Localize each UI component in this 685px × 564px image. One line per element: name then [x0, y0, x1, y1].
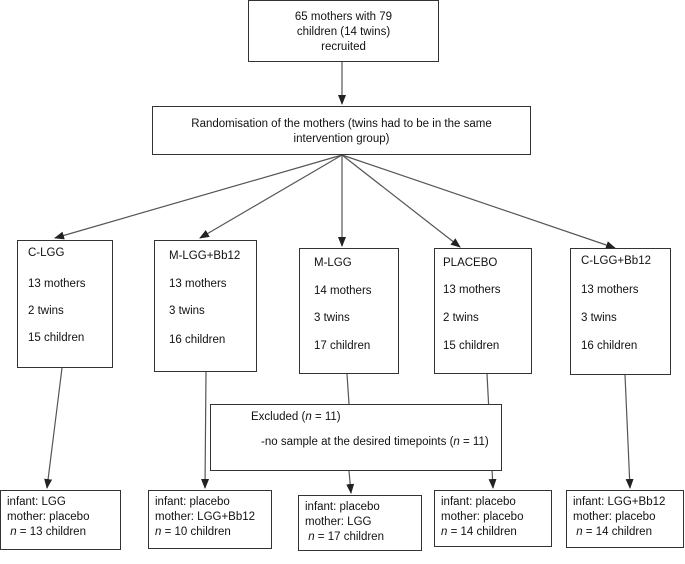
- arm-box-m-lgg-bb12: M-LGG+Bb12 13 mothers 3 twins 16 childre…: [154, 240, 257, 372]
- arm-children: 16 children: [169, 334, 226, 346]
- arm-children: 15 children: [28, 332, 85, 344]
- arm-box-c-lgg-bb12: C-LGG+Bb12 13 mothers 3 twins 16 childre…: [570, 248, 671, 375]
- result-count: n = 14 children: [576, 526, 652, 538]
- arrow-randomisation-to-c-lgg-bb12: [341, 154, 616, 249]
- arm-twins: 3 twins: [581, 312, 617, 324]
- arrow-m-lgg-bb12-to-result: [201, 371, 210, 489]
- result-infant: infant: placebo: [155, 496, 230, 508]
- arm-children: 16 children: [581, 340, 638, 352]
- result-count: n = 17 children: [308, 531, 384, 543]
- excluded-title: Excluded (n = 11): [251, 411, 341, 423]
- arm-name: M-LGG+Bb12: [169, 250, 241, 262]
- arm-box-placebo: PLACEBO 13 mothers 2 twins 15 children: [434, 248, 532, 374]
- arm-twins: 2 twins: [28, 305, 64, 317]
- result-box-m-lgg-bb12: infant: placebo mother: LGG+Bb12 n = 10 …: [148, 490, 272, 549]
- arm-twins: 2 twins: [443, 312, 479, 324]
- result-box-c-lgg-bb12: infant: LGG+Bb12 mother: placebo n = 14 …: [566, 490, 684, 548]
- arrow-randomisation-to-c-lgg: [54, 154, 343, 240]
- randomisation-line-1: Randomisation of the mothers (twins had …: [191, 118, 492, 130]
- arm-mothers: 13 mothers: [169, 278, 227, 290]
- arrow-excluded-to-m-lgg-result: [346, 470, 355, 494]
- arm-mothers: 13 mothers: [581, 284, 639, 296]
- result-infant: infant: LGG+Bb12: [573, 496, 666, 508]
- result-count: n = 13 children: [10, 526, 86, 538]
- recruited-box: 65 mothers with 79 children (14 twins) r…: [248, 0, 439, 62]
- arm-name: PLACEBO: [443, 257, 498, 269]
- arm-mothers: 13 mothers: [28, 278, 86, 290]
- recruited-line-2: children (14 twins): [296, 26, 391, 38]
- result-mother: mother: placebo: [573, 511, 656, 523]
- arm-twins: 3 twins: [169, 305, 205, 317]
- recruited-line-1: 65 mothers with 79: [294, 11, 393, 23]
- excluded-box: Excluded (n = 11) -no sample at the desi…: [210, 404, 502, 471]
- result-mother: mother: placebo: [441, 511, 524, 523]
- arm-mothers: 14 mothers: [314, 285, 372, 297]
- result-infant: infant: placebo: [305, 501, 380, 513]
- arm-mothers: 13 mothers: [443, 284, 501, 296]
- arm-name: C-LGG+Bb12: [581, 255, 651, 267]
- arrow-c-lgg-bb12-to-result: [624, 374, 634, 489]
- arrow-c-lgg-to-result: [44, 367, 63, 489]
- result-box-m-lgg: infant: placebo mother: LGG n = 17 child…: [298, 495, 422, 551]
- randomisation-line-2: intervention group): [293, 133, 390, 145]
- arm-box-m-lgg: M-LGG 14 mothers 3 twins 17 children: [299, 248, 399, 374]
- arm-children: 15 children: [443, 340, 500, 352]
- result-mother: mother: LGG: [305, 516, 372, 528]
- arm-name: M-LGG: [314, 257, 352, 269]
- recruited-line-3: recruited: [321, 41, 366, 53]
- result-infant: infant: placebo: [441, 496, 516, 508]
- result-infant: infant: LGG: [7, 496, 66, 508]
- result-mother: mother: LGG+Bb12: [155, 511, 256, 523]
- result-box-placebo: infant: placebo mother: placebo n = 14 c…: [434, 490, 552, 547]
- result-box-c-lgg: infant: LGG mother: placebo n = 13 child…: [0, 490, 121, 550]
- result-mother: mother: placebo: [7, 511, 90, 523]
- arm-name: C-LGG: [28, 247, 65, 259]
- result-count: n = 10 children: [155, 526, 231, 538]
- arrow-randomisation-to-m-lgg-bb12: [199, 154, 343, 239]
- excluded-reason: -no sample at the desired timepoints (n …: [261, 436, 489, 448]
- arm-children: 17 children: [314, 340, 371, 352]
- arm-twins: 3 twins: [314, 312, 350, 324]
- arrow-randomisation-to-placebo: [341, 154, 461, 248]
- result-count: n = 14 children: [441, 526, 517, 538]
- randomisation-box: Randomisation of the mothers (twins had …: [152, 106, 531, 155]
- arm-box-c-lgg: C-LGG 13 mothers 2 twins 15 children: [17, 240, 113, 368]
- arrow-m-lgg-to-excluded: [346, 373, 350, 405]
